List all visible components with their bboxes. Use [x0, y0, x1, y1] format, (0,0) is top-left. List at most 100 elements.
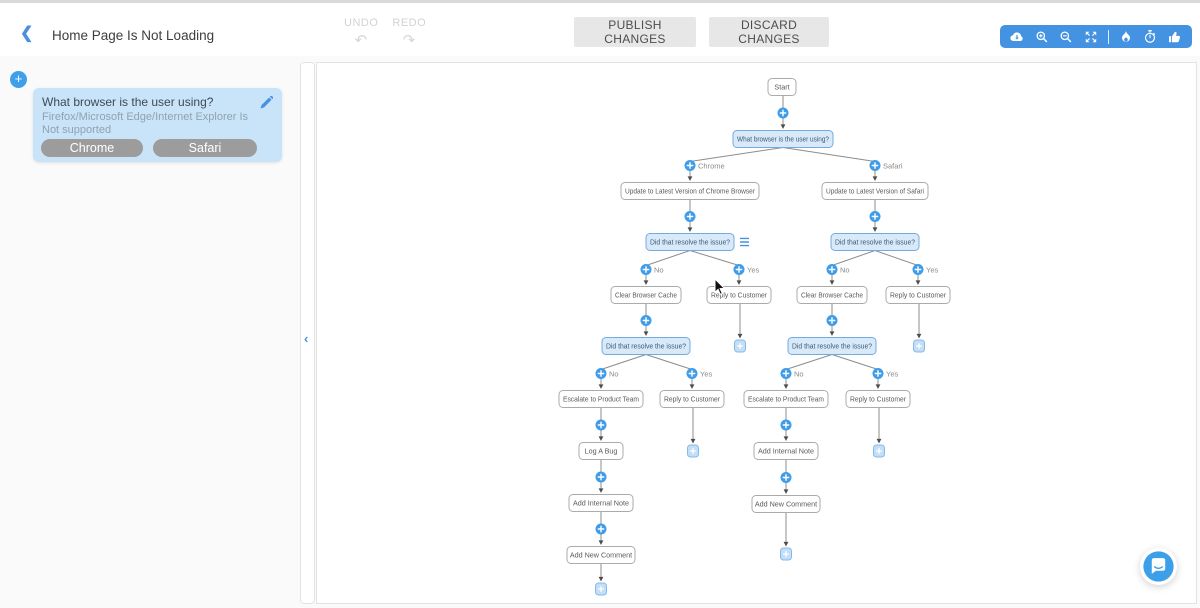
plus-glyph — [736, 342, 744, 350]
plus-glyph — [779, 109, 787, 117]
fullscreen-icon[interactable] — [1083, 29, 1099, 45]
page-title: Home Page Is Not Loading — [52, 28, 215, 43]
answer-pill-safari[interactable]: Safari — [153, 139, 257, 157]
edit-pencil-icon[interactable] — [260, 96, 273, 109]
redo-button[interactable]: REDO ↷ — [392, 17, 426, 48]
flow-node-r2r[interactable] — [787, 337, 877, 355]
flow-node-start[interactable] — [767, 78, 797, 96]
step-card[interactable]: What browser is the user using? Firefox/… — [33, 88, 282, 162]
flow-node-r1l[interactable] — [645, 233, 735, 251]
flow-node-notel[interactable] — [568, 494, 634, 512]
branch-label: No — [654, 266, 664, 275]
flow-node-label: Start — [774, 83, 789, 92]
flow-node-cbl[interactable] — [610, 286, 682, 304]
branch-label: Chrome — [698, 162, 725, 171]
branch-label: Yes — [747, 266, 759, 275]
thumbs-up-icon[interactable] — [1167, 29, 1183, 45]
flow-node-label: What browser is the user using? — [737, 135, 829, 144]
plus-glyph — [688, 370, 696, 377]
flow-node-bug[interactable] — [578, 442, 624, 460]
flow-connector — [689, 147, 784, 162]
steps-sidebar: + What browser is the user using? Firefo… — [0, 56, 300, 608]
plus-glyph — [642, 266, 650, 273]
flow-node-label: Clear Browser Cache — [801, 291, 863, 300]
flow-node-label: Reply to Customer — [850, 395, 907, 404]
undo-redo-group: UNDO ↶ REDO ↷ — [344, 17, 426, 48]
flame-icon[interactable] — [1118, 29, 1134, 45]
publish-changes-button[interactable]: PUBLISH CHANGES — [574, 17, 696, 47]
flow-node-label: Log A Bug — [585, 447, 618, 456]
branch-label: No — [840, 266, 850, 275]
plus-glyph — [828, 317, 836, 324]
plus-glyph — [597, 473, 605, 481]
flow-node-cbr[interactable] — [796, 286, 868, 304]
discard-changes-button[interactable]: DISCARD CHANGES — [709, 17, 829, 47]
flow-node-label: Add Internal Note — [758, 447, 814, 456]
flow-node-label: Did that resolve the issue? — [835, 238, 915, 247]
zoom-out-icon[interactable] — [1058, 29, 1074, 45]
plus-glyph — [597, 370, 605, 377]
flow-node-label: Did that resolve the issue? — [650, 238, 730, 247]
flow-connector — [874, 250, 919, 266]
flow-node-label: Escalate to Product Team — [563, 395, 639, 404]
chat-bubble-icon — [1143, 551, 1174, 582]
flow-connector — [785, 354, 833, 370]
back-button[interactable]: ❮ — [20, 25, 34, 42]
flow-node-r1r[interactable] — [830, 233, 920, 251]
step-card-title: What browser is the user using? — [42, 95, 214, 109]
topbar: ❮ Home Page Is Not Loading UNDO ↶ REDO ↷… — [0, 0, 1200, 56]
plus-glyph — [689, 447, 697, 455]
flow-node-q1[interactable] — [732, 130, 834, 148]
flow-node-rc2l[interactable] — [659, 390, 725, 408]
plus-glyph — [782, 370, 790, 377]
plus-glyph — [871, 213, 879, 220]
plus-glyph — [871, 162, 879, 169]
flow-node-escl[interactable] — [558, 390, 644, 408]
flow-node-label: Reply to Customer — [711, 291, 768, 300]
flow-node-noter[interactable] — [753, 442, 819, 460]
flow-node-label: Add Internal Note — [573, 499, 629, 508]
plus-glyph — [686, 162, 694, 169]
plus-glyph — [782, 421, 790, 429]
step-card-description: Firefox/Microsoft Edge/Internet Explorer… — [42, 111, 249, 136]
flow-connector — [600, 354, 647, 370]
flow-connector — [645, 354, 693, 370]
flow-node-label: Did that resolve the issue? — [606, 342, 686, 351]
flow-node-coml[interactable] — [566, 546, 636, 564]
answer-pill-chrome[interactable]: Chrome — [41, 139, 143, 157]
plus-glyph — [735, 266, 743, 273]
chat-launcher-button[interactable] — [1140, 548, 1177, 585]
stopwatch-icon[interactable] — [1142, 29, 1158, 45]
flow-node-rc2r[interactable] — [845, 390, 911, 408]
toolbar-divider — [1107, 29, 1109, 44]
undo-button[interactable]: UNDO ↶ — [344, 17, 378, 48]
flow-node-label: Add New Comment — [755, 500, 817, 509]
flow-node-label: Escalate to Product Team — [748, 395, 824, 404]
collapse-chevron-icon: ‹ — [304, 331, 309, 346]
add-step-button[interactable]: + — [10, 71, 27, 88]
flow-node-ups[interactable] — [821, 182, 929, 200]
flow-node-r2l[interactable] — [601, 337, 691, 355]
cloud-download-icon[interactable] — [1009, 29, 1025, 45]
flow-node-upc[interactable] — [620, 182, 760, 200]
plus-glyph — [597, 585, 605, 593]
node-menu-icon[interactable] — [740, 237, 749, 247]
flow-node-comr[interactable] — [751, 495, 821, 513]
sidebar-collapse-handle[interactable]: ‹ — [300, 62, 315, 604]
flow-node-escr[interactable] — [743, 390, 829, 408]
flow-connector — [831, 250, 876, 266]
plus-glyph — [597, 421, 605, 429]
plus-glyph — [874, 370, 882, 377]
branch-label: Yes — [700, 370, 712, 379]
flow-node-rc1r[interactable] — [885, 286, 951, 304]
flow-node-label: Update to Latest Version of Safari — [826, 187, 924, 196]
branch-label: Yes — [926, 266, 938, 275]
undo-label: UNDO — [344, 17, 379, 29]
flow-node-label: Clear Browser Cache — [615, 291, 677, 300]
plus-glyph — [915, 342, 923, 350]
zoom-in-icon[interactable] — [1034, 29, 1050, 45]
branch-label: No — [609, 370, 619, 379]
flow-node-label: Reply to Customer — [664, 395, 721, 404]
